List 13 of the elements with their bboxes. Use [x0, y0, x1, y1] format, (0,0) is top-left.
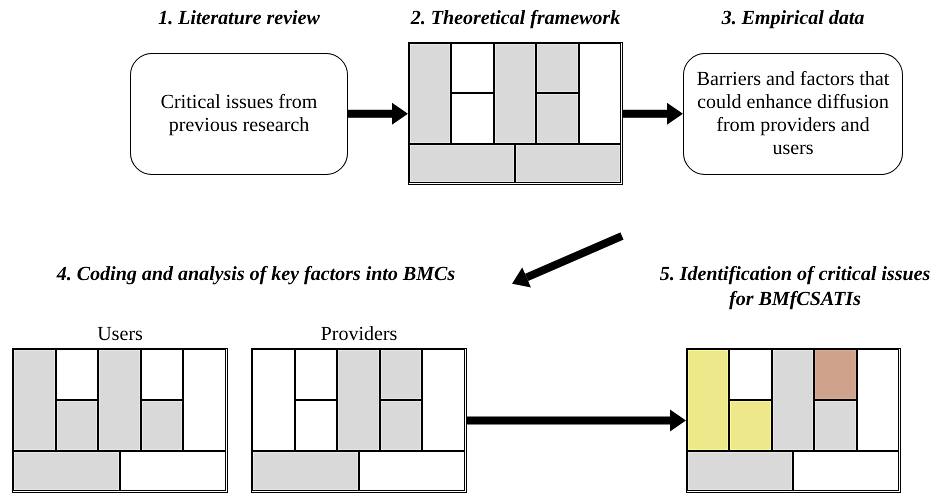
step-heading: 3. Empirical data — [720, 6, 866, 31]
box-text: Critical issues from previous research — [160, 91, 318, 137]
box-text: Barriers and factors that could enhance diffusion from providers and users — [696, 68, 890, 160]
step-heading: 1. Literature review — [157, 6, 321, 31]
arrow — [467, 410, 686, 432]
step-heading: 4. Coding and analysis of key factors into BMCs — [56, 262, 456, 287]
step-heading: 2. Theoretical framework — [410, 6, 622, 31]
arrow — [623, 102, 683, 125]
step-heading: 5. Identification of critical issues for BMfCSATIs — [658, 262, 932, 312]
arrow — [512, 232, 624, 288]
grid-label: Users — [96, 322, 144, 346]
arrow — [348, 102, 408, 125]
grid-label: Providers — [320, 322, 398, 346]
